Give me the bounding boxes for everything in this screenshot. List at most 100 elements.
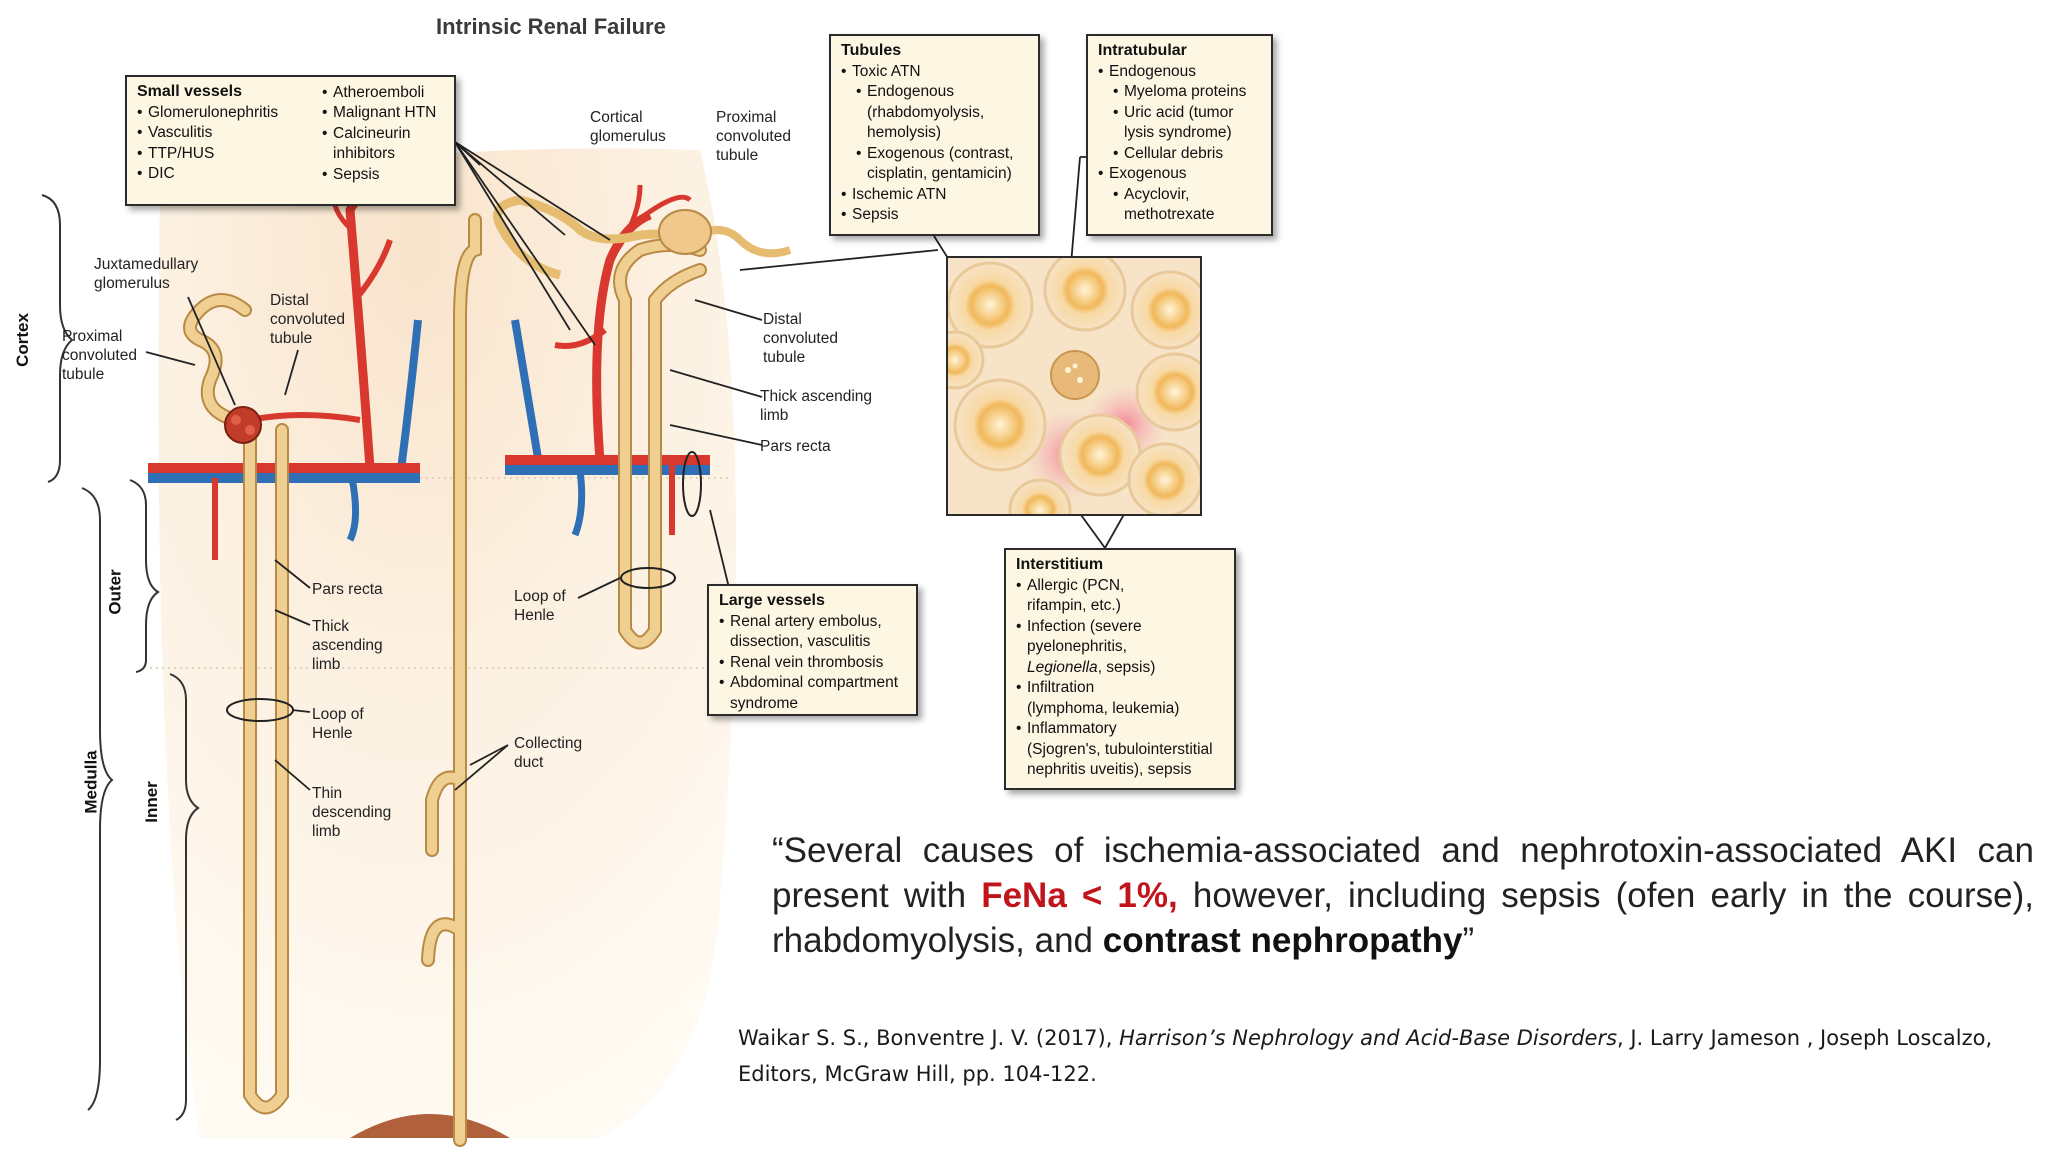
small-vessels-item: TTP/HUS bbox=[137, 144, 322, 165]
zone-outer: Outer bbox=[105, 569, 125, 615]
label-thick-ascending-left: Thick ascending limb bbox=[312, 618, 383, 673]
cortical-tubule-network bbox=[493, 195, 705, 280]
small-vessels-box: Small vessels Glomerulonephritis Vasculi… bbox=[125, 75, 456, 206]
quote-middle: however, including sepsis (ofen early in… bbox=[772, 876, 2034, 960]
vein-branch-2 bbox=[346, 477, 360, 542]
label-loop-henle-left: Loop of Henle bbox=[312, 706, 364, 742]
intratubular-heading: Intratubular bbox=[1098, 42, 1187, 59]
large-vessels-box: Large vessels Renal artery embolus, diss… bbox=[707, 584, 918, 716]
small-vessels-item: Vasculitis bbox=[137, 123, 322, 144]
zone-cortex: Cortex bbox=[12, 313, 32, 367]
interstitium-item: Infection (severe bbox=[1016, 617, 1226, 638]
label-thin-descending-limb: Thin descending limb bbox=[312, 785, 392, 840]
interstitium-item: (lymphoma, leukemia) bbox=[1027, 699, 1180, 717]
tubules-item: Sepsis bbox=[841, 205, 1030, 226]
intratubular-box: Intratubular Endogenous Myeloma proteins… bbox=[1086, 34, 1273, 236]
tubules-item: Endogenous bbox=[841, 82, 1030, 103]
interstitium-item: Allergic (PCN, bbox=[1016, 576, 1226, 597]
citation-rest: , J. Larry Jameson , Joseph Loscalzo, Ed… bbox=[738, 1026, 1993, 1086]
vein-branch-4 bbox=[571, 469, 586, 537]
tubules-item: Toxic ATN bbox=[841, 62, 1030, 83]
interstitium-heading: Interstitium bbox=[1016, 556, 1104, 573]
label-cortical-glomerulus: Cortical glomerulus bbox=[590, 109, 666, 145]
infection-sepsis-text: , sepsis) bbox=[1097, 658, 1156, 676]
cellular-debris-cast bbox=[1050, 350, 1100, 400]
fena-quote: “Several causes of ischemia-associated a… bbox=[772, 828, 2034, 963]
cortical-glomerulus bbox=[658, 209, 712, 255]
tubules-box: Tubules Toxic ATN Endogenous (rhabdomyol… bbox=[829, 34, 1040, 236]
artery-right-branch-3 bbox=[643, 194, 692, 218]
large-vessels-item: Renal vein thrombosis bbox=[719, 653, 908, 674]
large-vessels-item: dissection, vasculitis bbox=[730, 633, 871, 650]
small-vessels-item: Atheroemboli bbox=[322, 83, 436, 104]
citation: Waikar S. S., Bonventre J. V. (2017), Ha… bbox=[738, 1020, 1998, 1092]
small-vessels-item: Malignant HTN bbox=[322, 103, 436, 124]
interstitium-item: Inflammatory bbox=[1016, 719, 1226, 740]
label-proximal-convoluted-right: Proximal convoluted tubule bbox=[716, 109, 791, 164]
label-distal-convoluted-right: Distal convoluted tubule bbox=[763, 311, 838, 366]
interstitium-item: pyelonephritis, bbox=[1027, 638, 1127, 655]
label-thick-ascending-right: Thick ascending limb bbox=[760, 388, 873, 424]
cortex-bracket bbox=[41, 194, 74, 483]
large-vessels-item: Renal artery embolus, bbox=[719, 612, 908, 633]
label-proximal-convoluted-left: Proximal convoluted tubule bbox=[62, 328, 137, 383]
artery-to-juxta bbox=[249, 412, 361, 423]
label-loop-henle-mid: Loop of Henle bbox=[514, 588, 566, 624]
papilla-tip bbox=[350, 1114, 510, 1138]
small-vessels-heading: Small vessels bbox=[137, 83, 242, 100]
large-vessels-item: syndrome bbox=[730, 694, 799, 712]
quote-close: ” bbox=[1462, 921, 1475, 960]
loop-marker-right bbox=[620, 567, 676, 589]
tissue-background bbox=[158, 148, 736, 1138]
artery-right-branch-1 bbox=[554, 327, 607, 349]
label-distal-convoluted-left: Distal convoluted tubule bbox=[270, 292, 345, 347]
interstitium-item: (Sjogren's, tubulointerstitial bbox=[1027, 740, 1213, 758]
intratubular-item: Acyclovir, bbox=[1098, 185, 1263, 206]
label-juxtamedullary-glomerulus: Juxtamedullary glomerulus bbox=[94, 256, 199, 292]
pars-recta-marker bbox=[682, 451, 702, 517]
small-vessels-item: Calcineurin bbox=[322, 124, 436, 145]
tubules-item: cisplatin, gentamicin) bbox=[867, 165, 1012, 182]
histology-inset bbox=[946, 256, 1202, 516]
intratubular-item: lysis syndrome) bbox=[1124, 124, 1232, 141]
intratubular-item: Uric acid (tumor bbox=[1098, 103, 1263, 124]
tubules-heading: Tubules bbox=[841, 42, 902, 59]
intratubular-item: Myeloma proteins bbox=[1098, 82, 1263, 103]
zone-medulla: Medulla bbox=[81, 750, 101, 814]
label-pars-recta-left: Pars recta bbox=[312, 581, 383, 598]
quote-open: “Several causes of ischemia-associated a… bbox=[772, 831, 2034, 915]
citation-authors: Waikar S. S., Bonventre J. V. (2017), bbox=[738, 1026, 1120, 1050]
interstitium-item: Legionella, sepsis) bbox=[1016, 658, 1226, 679]
tubules-item: Ischemic ATN bbox=[841, 185, 1030, 206]
juxtamedullary-glomerulus bbox=[224, 406, 262, 444]
label-collecting-duct: Collecting duct bbox=[514, 735, 583, 771]
interstitium-item: Infiltration bbox=[1016, 678, 1226, 699]
large-vessels-item: Abdominal compartment bbox=[719, 673, 908, 694]
artery-right-branch-2 bbox=[607, 184, 643, 262]
quote-contrast: contrast nephropathy bbox=[1102, 921, 1463, 960]
artery-left-branch-1 bbox=[352, 239, 393, 302]
outer-bracket bbox=[129, 479, 160, 673]
quote-fena: FeNa < 1%, bbox=[981, 876, 1178, 915]
citation-book: Harrison’s Nephrology and Acid-Base Diso… bbox=[1119, 1026, 1618, 1050]
intratubular-item: Endogenous bbox=[1098, 62, 1263, 83]
intratubular-item: Exogenous bbox=[1098, 164, 1263, 185]
legionella-text: Legionella bbox=[1027, 658, 1098, 676]
intratubular-item: Cellular debris bbox=[1098, 144, 1263, 165]
medulla-bracket bbox=[81, 487, 114, 1111]
interstitium-item: nephritis uveitis), sepsis bbox=[1027, 761, 1192, 778]
interstitium-item: rifampin, etc.) bbox=[1027, 597, 1121, 614]
small-vessels-item: inhibitors bbox=[333, 145, 396, 162]
zone-inner: Inner bbox=[141, 781, 161, 823]
diagram-title: Intrinsic Renal Failure bbox=[436, 14, 666, 39]
label-pars-recta-right: Pars recta bbox=[760, 438, 831, 455]
small-vessels-item: Glomerulonephritis bbox=[137, 103, 322, 124]
interstitium-box: Interstitium Allergic (PCN, rifampin, et… bbox=[1004, 548, 1236, 790]
intratubular-item: methotrexate bbox=[1124, 206, 1215, 223]
inner-bracket bbox=[169, 673, 200, 1121]
tubules-item: Exogenous (contrast, bbox=[841, 144, 1030, 165]
large-vessels-heading: Large vessels bbox=[719, 592, 825, 609]
vein-branch-1 bbox=[396, 319, 422, 479]
tubules-item: hemolysis) bbox=[867, 124, 942, 141]
